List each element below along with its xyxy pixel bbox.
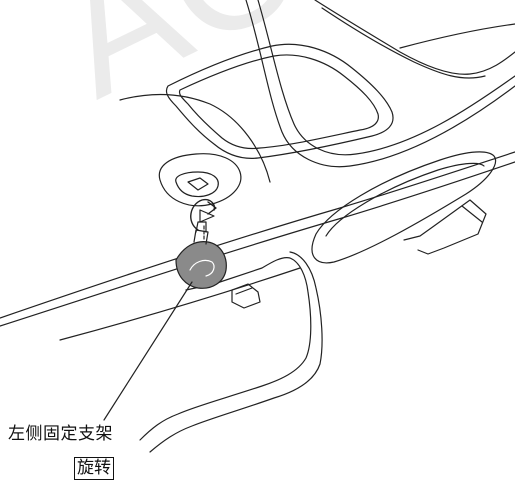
- rotation-arrow-icon: [190, 198, 217, 241]
- windshield-header: [0, 151, 515, 341]
- bracket-mount-recess: [158, 153, 242, 223]
- roof-panel-recess: [165, 43, 394, 159]
- rearview-mirror: [311, 151, 497, 264]
- left-bracket: [175, 221, 227, 289]
- callout-leader-line: [103, 281, 193, 421]
- roof-headliner: [119, 0, 515, 183]
- action-label-rotate: 旋转: [74, 457, 114, 480]
- sun-visor: [139, 251, 323, 453]
- callout-label-left-bracket: 左侧固定支架: [8, 424, 113, 444]
